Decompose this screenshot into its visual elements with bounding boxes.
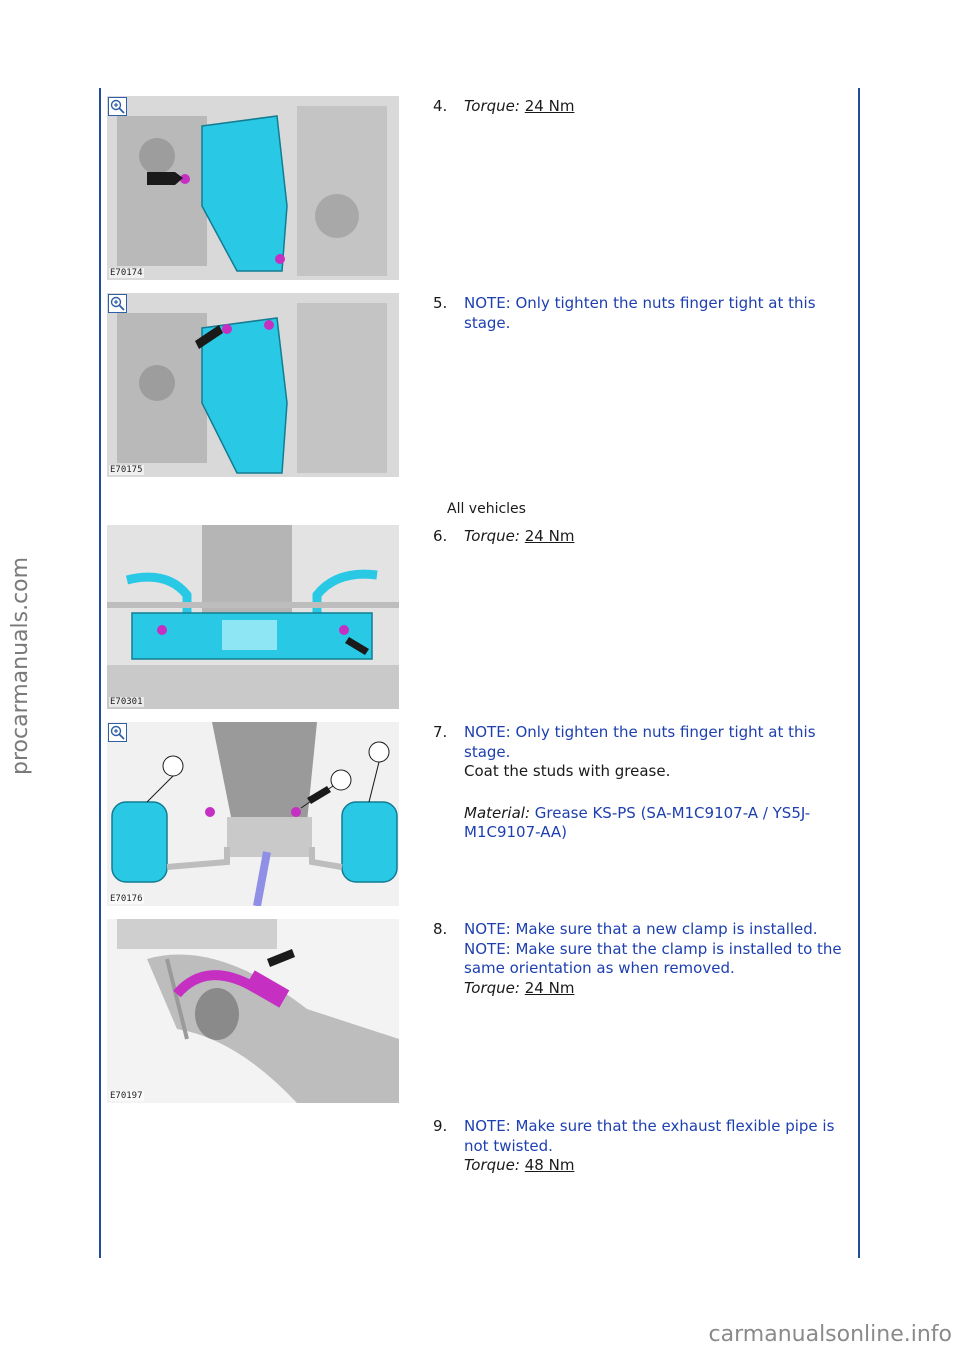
magnify-plus-icon	[110, 725, 125, 740]
note: NOTE: Make sure that the exhaust flexibl…	[464, 1117, 835, 1155]
section-label: All vehicles	[447, 501, 526, 517]
figure-code: E70301	[109, 697, 144, 707]
step-number: 5.	[433, 294, 448, 312]
step-number: 4.	[433, 97, 448, 115]
step-7: 7. NOTE: Only tighten the nuts finger ti…	[433, 723, 843, 843]
note: NOTE: Make sure that a new clamp is inst…	[464, 920, 818, 938]
torque-value: 48 Nm	[524, 1156, 575, 1174]
figure-illustration	[107, 96, 399, 280]
torque-label: Torque:	[464, 97, 520, 115]
zoom-button[interactable]	[108, 97, 127, 116]
step-4: 4. Torque: 24 Nm	[433, 97, 843, 117]
figure-illustration	[107, 722, 399, 906]
instruction: Coat the studs with grease.	[464, 762, 671, 780]
zoom-button[interactable]	[108, 294, 127, 313]
watermark-bottom: carmanualsonline.info	[708, 1322, 952, 1347]
figure-e70301: E70301	[107, 525, 399, 709]
note: NOTE: Only tighten the nuts finger tight…	[464, 294, 816, 332]
figure-code: E70175	[109, 465, 144, 475]
figure-e70176: E70176	[107, 722, 399, 906]
figure-e70174: E70174	[107, 96, 399, 280]
step-number: 9.	[433, 1117, 448, 1135]
figure-illustration	[107, 293, 399, 477]
magnify-plus-icon	[110, 296, 125, 311]
torque-value: 24 Nm	[524, 527, 575, 545]
torque-value: 24 Nm	[524, 978, 575, 997]
note: NOTE: Make sure that the clamp is instal…	[464, 939, 842, 978]
figure-illustration	[107, 919, 399, 1103]
magnify-plus-icon	[110, 99, 125, 114]
figure-code: E70176	[109, 894, 144, 904]
step-6: 6. Torque: 24 Nm	[433, 527, 843, 547]
zoom-button[interactable]	[108, 723, 127, 742]
material-label: Material:	[464, 803, 530, 822]
figure-illustration	[107, 525, 399, 709]
figure-e70197: E70197	[107, 919, 399, 1103]
figure-e70175: E70175	[107, 293, 399, 477]
step-number: 7.	[433, 723, 448, 741]
step-9: 9. NOTE: Make sure that the exhaust flex…	[433, 1117, 843, 1176]
step-number: 8.	[433, 920, 448, 938]
figure-code: E70174	[109, 268, 144, 278]
left-rule	[99, 88, 101, 1258]
material-value[interactable]: Grease KS-PS (SA-M1C9107-A / YS5J-M1C910…	[464, 803, 811, 842]
note: NOTE: Only tighten the nuts finger tight…	[464, 723, 816, 761]
step-8: 8. NOTE: Make sure that a new clamp is i…	[433, 920, 843, 998]
torque-label: Torque:	[464, 1156, 520, 1174]
right-rule	[858, 88, 860, 1258]
watermark-left: procarmanuals.com	[8, 556, 33, 775]
torque-value: 24 Nm	[524, 97, 575, 115]
step-5: 5. NOTE: Only tighten the nuts finger ti…	[433, 294, 843, 333]
figure-code: E70197	[109, 1091, 144, 1101]
torque-label: Torque:	[464, 978, 520, 997]
step-number: 6.	[433, 527, 448, 545]
torque-label: Torque:	[464, 527, 520, 545]
